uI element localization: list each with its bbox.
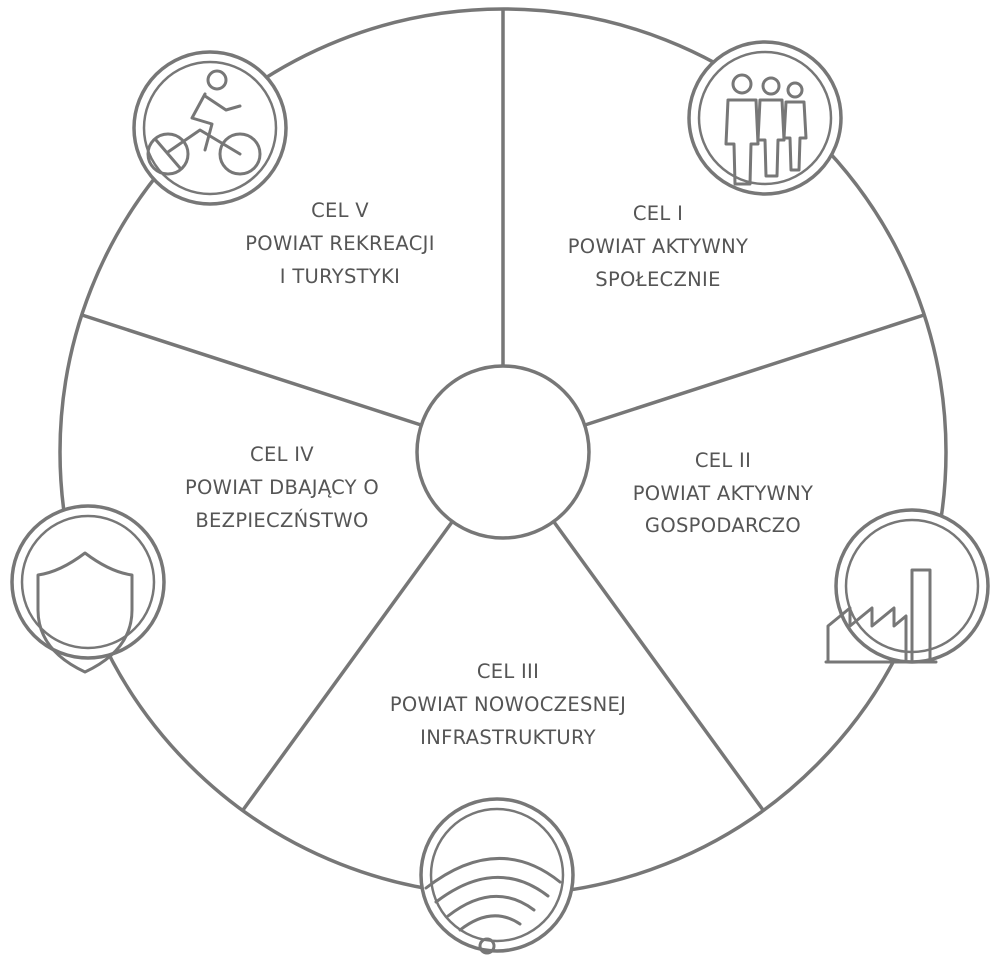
segment-cel-5-line-3: I TURYSTYKI	[280, 265, 400, 288]
divider-line-bottom-right	[552, 520, 765, 812]
segment-cel-4-line-2: POWIAT DBAJĄCY O	[185, 476, 379, 499]
segment-cel-1: CEL I POWIAT AKTYWNY SPOŁECZNIE	[568, 202, 749, 291]
segment-cel-4: CEL IV POWIAT DBAJĄCY O BEZPIECZŃSTWO	[185, 443, 379, 532]
segment-cel-1-line-3: SPOŁECZNIE	[595, 268, 720, 291]
divider-line-left	[81, 313, 422, 427]
segment-cel-2-line-1: CEL II	[695, 449, 751, 472]
segment-cel-4-line-1: CEL IV	[250, 443, 314, 466]
divider-line-right	[584, 313, 925, 427]
segment-cel-5: CEL V POWIAT REKREACJI I TURYSTYKI	[245, 199, 435, 288]
segment-cel-5-line-2: POWIAT REKREACJI	[245, 232, 435, 255]
shield-icon	[10, 504, 166, 674]
segment-cel-1-line-2: POWIAT AKTYWNY	[568, 235, 749, 258]
wifi-icon	[419, 797, 575, 955]
segment-cel-1-line-1: CEL I	[633, 202, 683, 225]
segment-cel-2-line-3: GOSPODARCZO	[645, 514, 801, 537]
segment-cel-3-line-2: POWIAT NOWOCZESNEJ	[390, 693, 626, 716]
center-hub-circle	[415, 364, 591, 540]
segment-cel-4-line-3: BEZPIECZŃSTWO	[195, 509, 368, 532]
segment-cel-2: CEL II POWIAT AKTYWNY GOSPODARCZO	[633, 449, 814, 537]
factory-icon	[824, 508, 990, 664]
cyclist-icon	[132, 50, 288, 206]
segment-cel-3: CEL III POWIAT NOWOCZESNEJ INFRASTRUKTUR…	[390, 660, 626, 749]
segment-cel-5-line-1: CEL V	[311, 199, 369, 222]
segment-cel-3-line-1: CEL III	[477, 660, 539, 683]
segment-cel-2-line-2: POWIAT AKTYWNY	[633, 482, 814, 505]
people-icon	[687, 40, 843, 196]
segment-cel-3-line-3: INFRASTRUKTURY	[420, 726, 596, 749]
divider-line-bottom-left	[241, 520, 454, 812]
